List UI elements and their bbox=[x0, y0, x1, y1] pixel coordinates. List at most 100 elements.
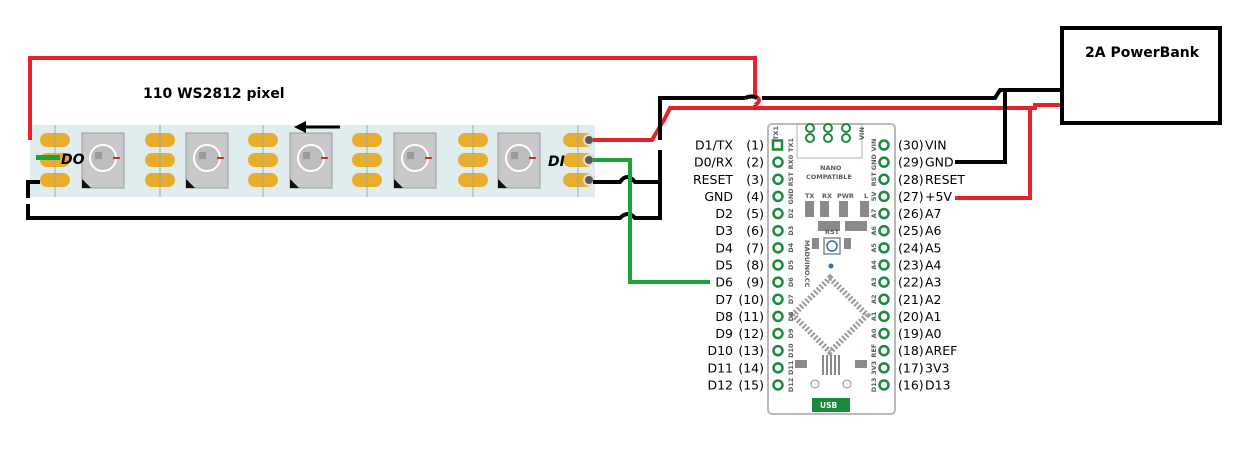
board-brand: MADUINO.CC bbox=[803, 240, 811, 288]
left-pin-name: D7 bbox=[715, 292, 733, 307]
ws2812-pixel bbox=[497, 132, 541, 189]
left-pin-number: (1) bbox=[746, 138, 764, 153]
right-pin-number: (27) bbox=[898, 189, 924, 204]
pin-hole bbox=[772, 259, 784, 271]
right-pin-labels: (30)VIN(29)GND(28)RESET(27)+5V(26)A7(25)… bbox=[898, 138, 965, 393]
powerbank-box bbox=[1060, 26, 1222, 125]
pin-hole bbox=[772, 242, 784, 254]
right-pin-name: D13 bbox=[925, 377, 951, 392]
left-pin-number: (11) bbox=[738, 309, 764, 324]
powerbank-label: 2A PowerBank bbox=[1085, 45, 1200, 61]
left-pin-name: D11 bbox=[707, 360, 733, 375]
right-pin-name: +5V bbox=[925, 189, 952, 204]
left-pin-number: (2) bbox=[746, 155, 764, 170]
board-silk-right: A2 bbox=[870, 294, 878, 304]
board-pwr: PWR bbox=[837, 192, 854, 200]
pin-hole bbox=[772, 173, 784, 186]
right-pin-name: A0 bbox=[925, 326, 942, 341]
pin-hole bbox=[772, 344, 784, 357]
left-pin-name: D12 bbox=[707, 377, 733, 392]
di-solder-point bbox=[583, 174, 595, 186]
left-pin-name: D1/TX bbox=[695, 138, 733, 153]
pin-hole bbox=[878, 242, 890, 254]
board-rx: RX bbox=[822, 192, 832, 200]
pin-hole bbox=[878, 276, 890, 288]
right-pin-number: (23) bbox=[898, 257, 924, 272]
usb-connector bbox=[812, 398, 850, 412]
di-label: DI bbox=[548, 154, 565, 170]
left-pin-number: (10) bbox=[738, 292, 764, 307]
board-silk-right: REF bbox=[870, 344, 878, 358]
pin-hole bbox=[878, 293, 890, 306]
right-pin-number: (26) bbox=[898, 206, 924, 221]
right-pin-name: A7 bbox=[925, 206, 942, 221]
board-silk-left: D5 bbox=[787, 260, 795, 270]
board-name: NANO bbox=[820, 164, 842, 172]
board-silk-right: A1 bbox=[870, 311, 878, 321]
right-pin-number: (21) bbox=[898, 292, 924, 307]
arduino-nano-board: NANO COMPATIBLE TX1 VIN TX RX PWR L RST … bbox=[767, 123, 896, 415]
left-pin-name: RESET bbox=[693, 172, 733, 187]
pin-hole bbox=[878, 379, 890, 391]
mcu-chip bbox=[788, 273, 872, 357]
left-pin-number: (15) bbox=[738, 377, 764, 392]
right-pin-number: (19) bbox=[898, 326, 924, 341]
icsp-pin bbox=[841, 123, 851, 133]
ws2812-pixel bbox=[81, 132, 125, 189]
board-silk-left: D9 bbox=[787, 328, 795, 338]
board-silk-right: A7 bbox=[870, 209, 878, 219]
left-pin-number: (13) bbox=[738, 343, 764, 358]
board-vin: VIN bbox=[858, 127, 866, 140]
board-silk-right: VIN bbox=[870, 139, 878, 152]
left-pin-number: (14) bbox=[738, 360, 764, 375]
right-pin-number: (22) bbox=[898, 275, 924, 290]
board-silk-left: GND bbox=[787, 188, 795, 205]
left-pin-name: D4 bbox=[715, 240, 733, 255]
board-silk-right: RST bbox=[870, 172, 878, 187]
board-silk-right: A4 bbox=[870, 260, 878, 270]
board-silk-left: D3 bbox=[787, 226, 795, 236]
board-tx1: TX1 bbox=[772, 126, 780, 140]
icsp-pin bbox=[823, 133, 833, 143]
right-pin-name: GND bbox=[925, 155, 954, 170]
pin-hole bbox=[772, 207, 784, 220]
board-silk-right: A0 bbox=[870, 328, 878, 338]
ws2812-pixel bbox=[289, 132, 333, 189]
left-pin-name: D3 bbox=[715, 223, 733, 238]
right-pin-number: (29) bbox=[898, 155, 924, 170]
strip-pixels bbox=[81, 132, 541, 189]
data-wire bbox=[593, 158, 710, 284]
right-pin-number: (28) bbox=[898, 172, 924, 187]
icsp-pin bbox=[841, 133, 851, 143]
pin-hole bbox=[772, 156, 784, 168]
icsp-pin bbox=[805, 133, 815, 143]
left-pin-number: (8) bbox=[746, 257, 764, 272]
board-tx: TX bbox=[805, 192, 814, 200]
right-pin-number: (24) bbox=[898, 240, 924, 255]
left-pin-number: (5) bbox=[746, 206, 764, 221]
left-pin-name: GND bbox=[704, 189, 733, 204]
board-silk-right: A6 bbox=[870, 225, 878, 235]
pin-hole bbox=[878, 344, 890, 357]
do-data-stub bbox=[36, 155, 60, 160]
right-pin-name: 3V3 bbox=[925, 360, 949, 375]
pin-hole bbox=[878, 362, 890, 374]
pin-hole bbox=[878, 156, 890, 168]
board-silk-left: D12 bbox=[787, 378, 795, 392]
left-pin-name: D0/RX bbox=[694, 155, 733, 170]
left-pin-name: D10 bbox=[707, 343, 733, 358]
data-direction-arrow bbox=[294, 121, 340, 133]
pin-hole bbox=[878, 173, 890, 186]
pin-hole bbox=[878, 259, 890, 271]
reset-button-icon[interactable] bbox=[826, 240, 838, 252]
board-silk-right: A5 bbox=[870, 243, 878, 253]
pin-hole bbox=[772, 293, 784, 306]
pin-hole bbox=[771, 139, 784, 151]
board-silk-right: 5V bbox=[870, 192, 878, 202]
right-pin-name: A2 bbox=[925, 292, 942, 307]
pin-hole bbox=[772, 379, 784, 391]
right-pin-name: RESET bbox=[925, 172, 965, 187]
right-pin-number: (16) bbox=[898, 377, 924, 392]
board-silk-left: D11 bbox=[787, 360, 795, 375]
pin-hole bbox=[772, 327, 784, 340]
